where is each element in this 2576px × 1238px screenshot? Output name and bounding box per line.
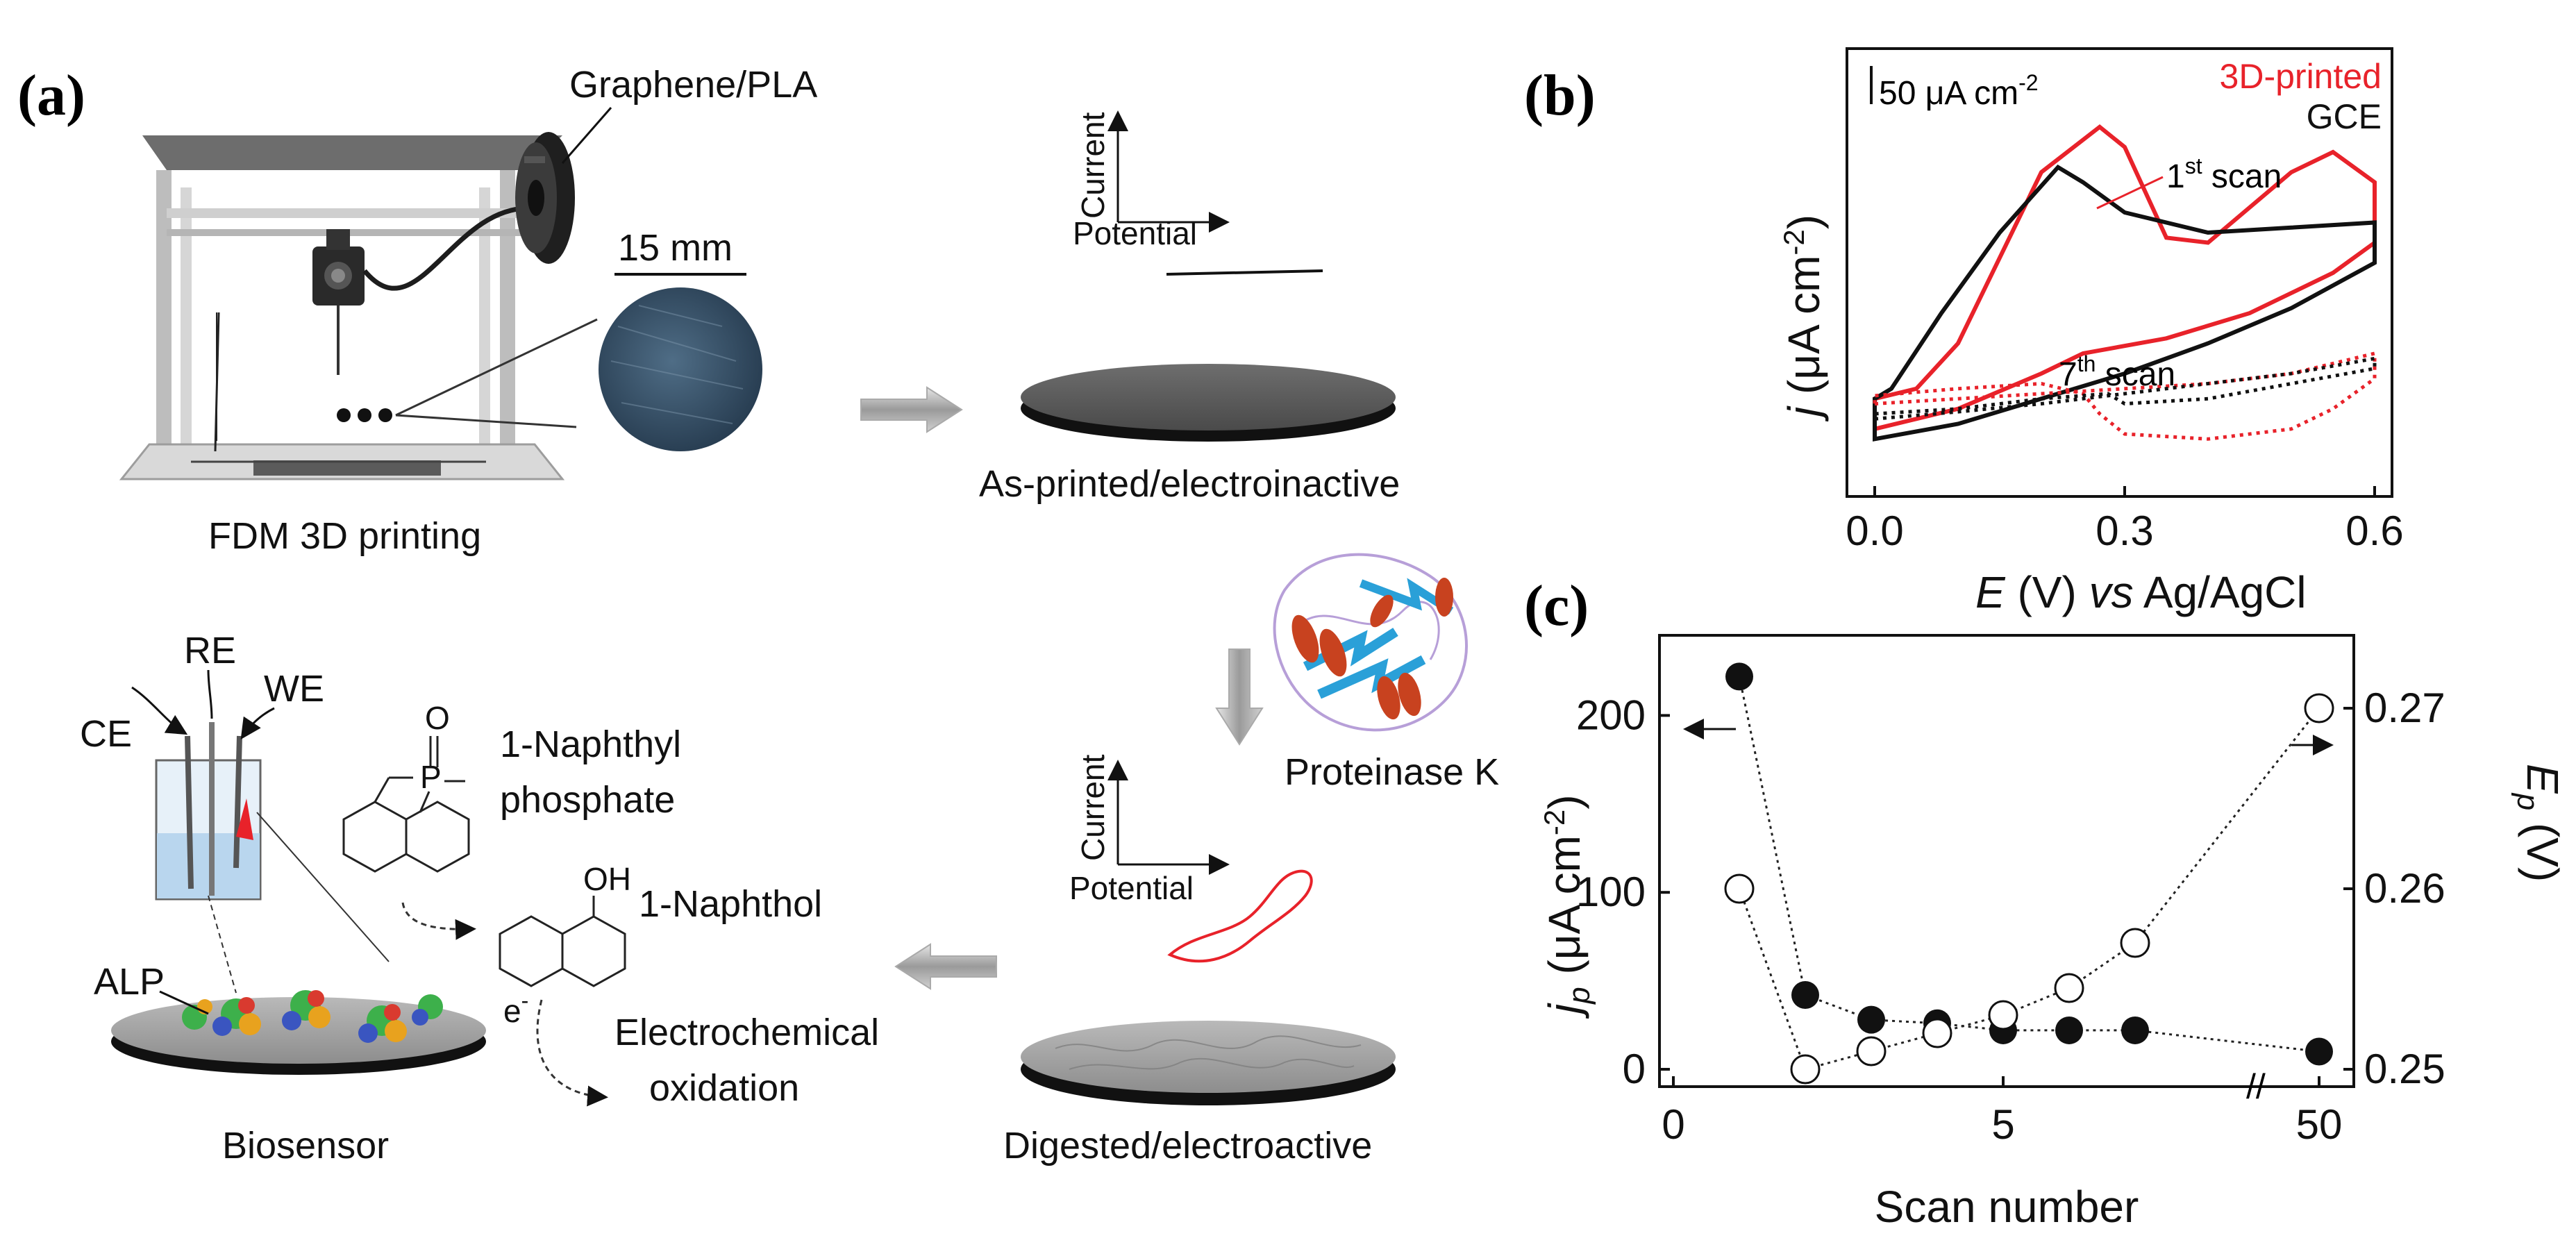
we-label: WE bbox=[264, 668, 324, 710]
inset-current-label-2: Current bbox=[1075, 754, 1111, 861]
inset-axes-top: Current Potential bbox=[1073, 110, 1323, 276]
scan-line-ep bbox=[1738, 708, 2320, 1071]
cv-curve-3d-printed-first bbox=[1873, 124, 2377, 432]
seventh-scan-label: 7th scan bbox=[2059, 351, 2175, 393]
panel-c-ytick-right-label: 0.27 bbox=[2364, 685, 2445, 731]
scan-series bbox=[1724, 662, 2334, 1085]
scan-point-jp bbox=[2305, 1037, 2333, 1066]
panel-c-ytick-right-label: 0.26 bbox=[2364, 865, 2445, 912]
biosensor-caption: Biosensor bbox=[222, 1125, 389, 1166]
alp-label: ALP bbox=[94, 961, 165, 1003]
panel-c-ytick-right-label: 0.25 bbox=[2364, 1046, 2445, 1092]
oh-label: OH bbox=[583, 861, 631, 897]
panel-b-xlabel: E (V) vs Ag/AgCl bbox=[1975, 567, 2307, 617]
cv-curve-3d-printed-seventh bbox=[1873, 351, 2377, 441]
axis-break: // bbox=[2246, 1067, 2266, 1106]
scan-point-ep bbox=[2304, 693, 2334, 723]
flat-current-trace bbox=[1166, 269, 1323, 276]
proteinase-k-structure bbox=[1273, 553, 1469, 732]
panel-c-ytick-left-label: 0 bbox=[1623, 1046, 1646, 1092]
printer-illustration bbox=[119, 132, 598, 480]
inset-axes-bottom: Current Potential bbox=[1069, 754, 1313, 963]
panel-a-letter: (a) bbox=[17, 63, 85, 128]
naphthol-label: 1-Naphthol bbox=[639, 883, 822, 925]
scan-point-ep bbox=[2054, 973, 2084, 1003]
scan-line-jp bbox=[1738, 676, 2320, 1053]
scan-point-jp bbox=[1791, 980, 1819, 1009]
inset-current-label: Current bbox=[1075, 112, 1111, 219]
panel-c-ytick-left-label: 100 bbox=[1576, 869, 1646, 915]
proteinase-k-label: Proteinase K bbox=[1285, 751, 1499, 793]
panel-c-frame bbox=[1658, 634, 2355, 1088]
phosphorus-atom: P bbox=[420, 759, 442, 795]
cv-curve-gce-seventh bbox=[1873, 356, 2377, 421]
naphthol-structure bbox=[499, 896, 626, 987]
scan-point-ep bbox=[1988, 1000, 2018, 1030]
panel-b-xtick-label: 0.3 bbox=[2096, 508, 2153, 554]
process-arrow-left bbox=[894, 943, 997, 990]
scan-point-jp bbox=[2121, 1016, 2149, 1044]
scan-point-jp bbox=[1857, 1005, 1885, 1034]
process-arrow-right bbox=[860, 386, 963, 433]
panel-c-ylabel-right: Ep (V) bbox=[2511, 764, 2568, 882]
scale-bar-label: 15 mm bbox=[618, 227, 733, 269]
naphthyl-phosphate-line1: 1-Naphthyl bbox=[500, 723, 681, 765]
scan-point-ep bbox=[1790, 1054, 1821, 1085]
panel-c-ylabel-left: jp (μA cm-2) bbox=[1538, 794, 1596, 1019]
process-arrow-down bbox=[1215, 649, 1264, 746]
panel-c-ticks: 0 5 50 // 0 100 200 0.25 0.26 0.27 bbox=[1576, 685, 2445, 1148]
panel-c-xtick-label: 5 bbox=[1991, 1101, 2014, 1148]
scan-point-ep bbox=[1724, 873, 1755, 904]
scan-point-ep bbox=[2120, 928, 2150, 958]
oxidation-line2: oxidation bbox=[649, 1067, 799, 1109]
panel-c-xtick-label: 0 bbox=[1662, 1101, 1684, 1148]
naphthyl-phosphate-line2: phosphate bbox=[500, 779, 675, 821]
digested-electrode bbox=[1021, 1021, 1396, 1105]
panel-c-xlabel: Scan number bbox=[1875, 1182, 2139, 1232]
scan-point-ep bbox=[1856, 1036, 1887, 1066]
disc-texture bbox=[610, 305, 744, 424]
printed-disc bbox=[599, 287, 762, 451]
panel-c-ytick-left-label: 200 bbox=[1576, 692, 1646, 738]
cv-curve-gce-first bbox=[1873, 164, 2377, 442]
panel-b-frame bbox=[1846, 47, 2393, 498]
naphthyl-phosphate-structure bbox=[342, 736, 470, 873]
first-scan-pointer bbox=[2096, 176, 2164, 210]
electrochemical-cell bbox=[131, 669, 390, 994]
fdm-printing-caption: FDM 3D printing bbox=[208, 515, 481, 557]
legend-gce: GCE bbox=[2307, 97, 2382, 136]
oxygen-atom: O bbox=[425, 700, 450, 736]
scale-bar-b-label: 50 μA cm-2 bbox=[1879, 70, 2039, 112]
inset-potential-label-2: Potential bbox=[1069, 870, 1194, 906]
panel-b-ylabel: j (μA cm-2) bbox=[1778, 215, 1829, 422]
panel-c-letter: (c) bbox=[1524, 574, 1589, 638]
re-label: RE bbox=[184, 630, 236, 671]
panel-b-xtick-label: 0.0 bbox=[1846, 508, 1903, 554]
oxidation-arrow bbox=[536, 999, 608, 1107]
panel-c-xtick-label: 50 bbox=[2296, 1101, 2343, 1148]
oxidation-line1: Electrochemical bbox=[614, 1012, 879, 1053]
alp-leader bbox=[159, 990, 209, 1015]
cv-trace-activated bbox=[1167, 869, 1313, 963]
hydrolysis-arrow bbox=[401, 902, 476, 940]
panel-b-xticks: 0.0 0.3 0.6 bbox=[1846, 486, 2404, 554]
graphene-pla-leader bbox=[561, 107, 612, 164]
graphene-pla-label: Graphene/PLA bbox=[569, 64, 817, 106]
as-printed-electrode bbox=[1021, 364, 1396, 442]
scan-point-jp bbox=[1725, 662, 1753, 691]
cv-series bbox=[1873, 124, 2377, 442]
ce-label: CE bbox=[80, 713, 132, 755]
panel-b-xtick-label: 0.6 bbox=[2345, 508, 2403, 554]
legend-3d-printed: 3D-printed bbox=[2220, 57, 2382, 96]
as-printed-caption: As-printed/electroinactive bbox=[979, 463, 1400, 505]
panel-b-letter: (b) bbox=[1524, 63, 1596, 128]
electron-label: e- bbox=[503, 988, 528, 1029]
inset-potential-label: Potential bbox=[1073, 215, 1197, 251]
digested-caption: Digested/electroactive bbox=[1003, 1125, 1372, 1166]
scan-point-jp bbox=[2055, 1016, 2083, 1044]
first-scan-label: 1st scan bbox=[2166, 153, 2282, 195]
biosensor-electrode bbox=[111, 990, 486, 1075]
scan-point-ep bbox=[1922, 1018, 1952, 1048]
